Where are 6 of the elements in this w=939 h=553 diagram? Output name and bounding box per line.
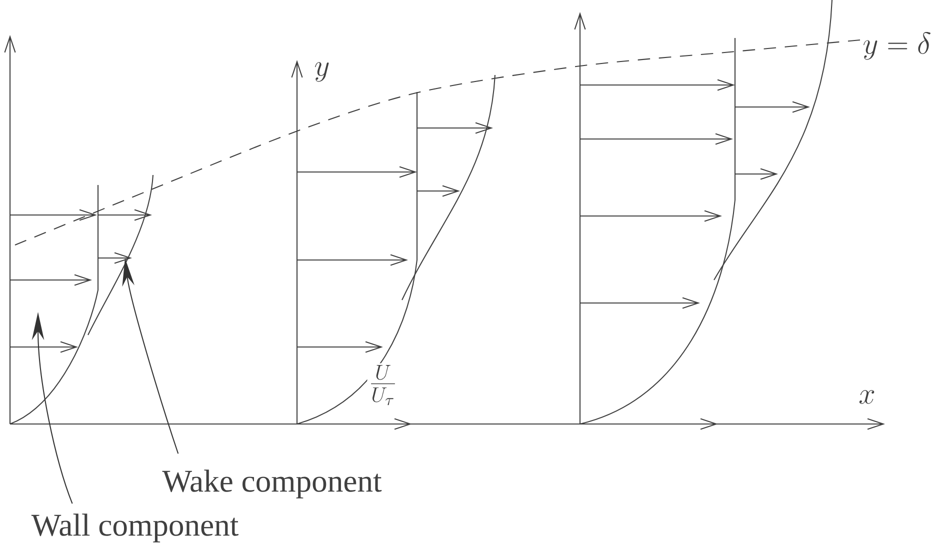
- axis-label: $\frac{U}{U_\tau}$: [367, 363, 399, 407]
- callout-text: Wall component: [31, 514, 238, 542]
- axis-label: $x$: [856, 388, 878, 406]
- axis-label: $y = \delta$: [860, 30, 934, 62]
- axis-label: $y$: [312, 60, 332, 84]
- callout-text: Wake component: [162, 470, 382, 498]
